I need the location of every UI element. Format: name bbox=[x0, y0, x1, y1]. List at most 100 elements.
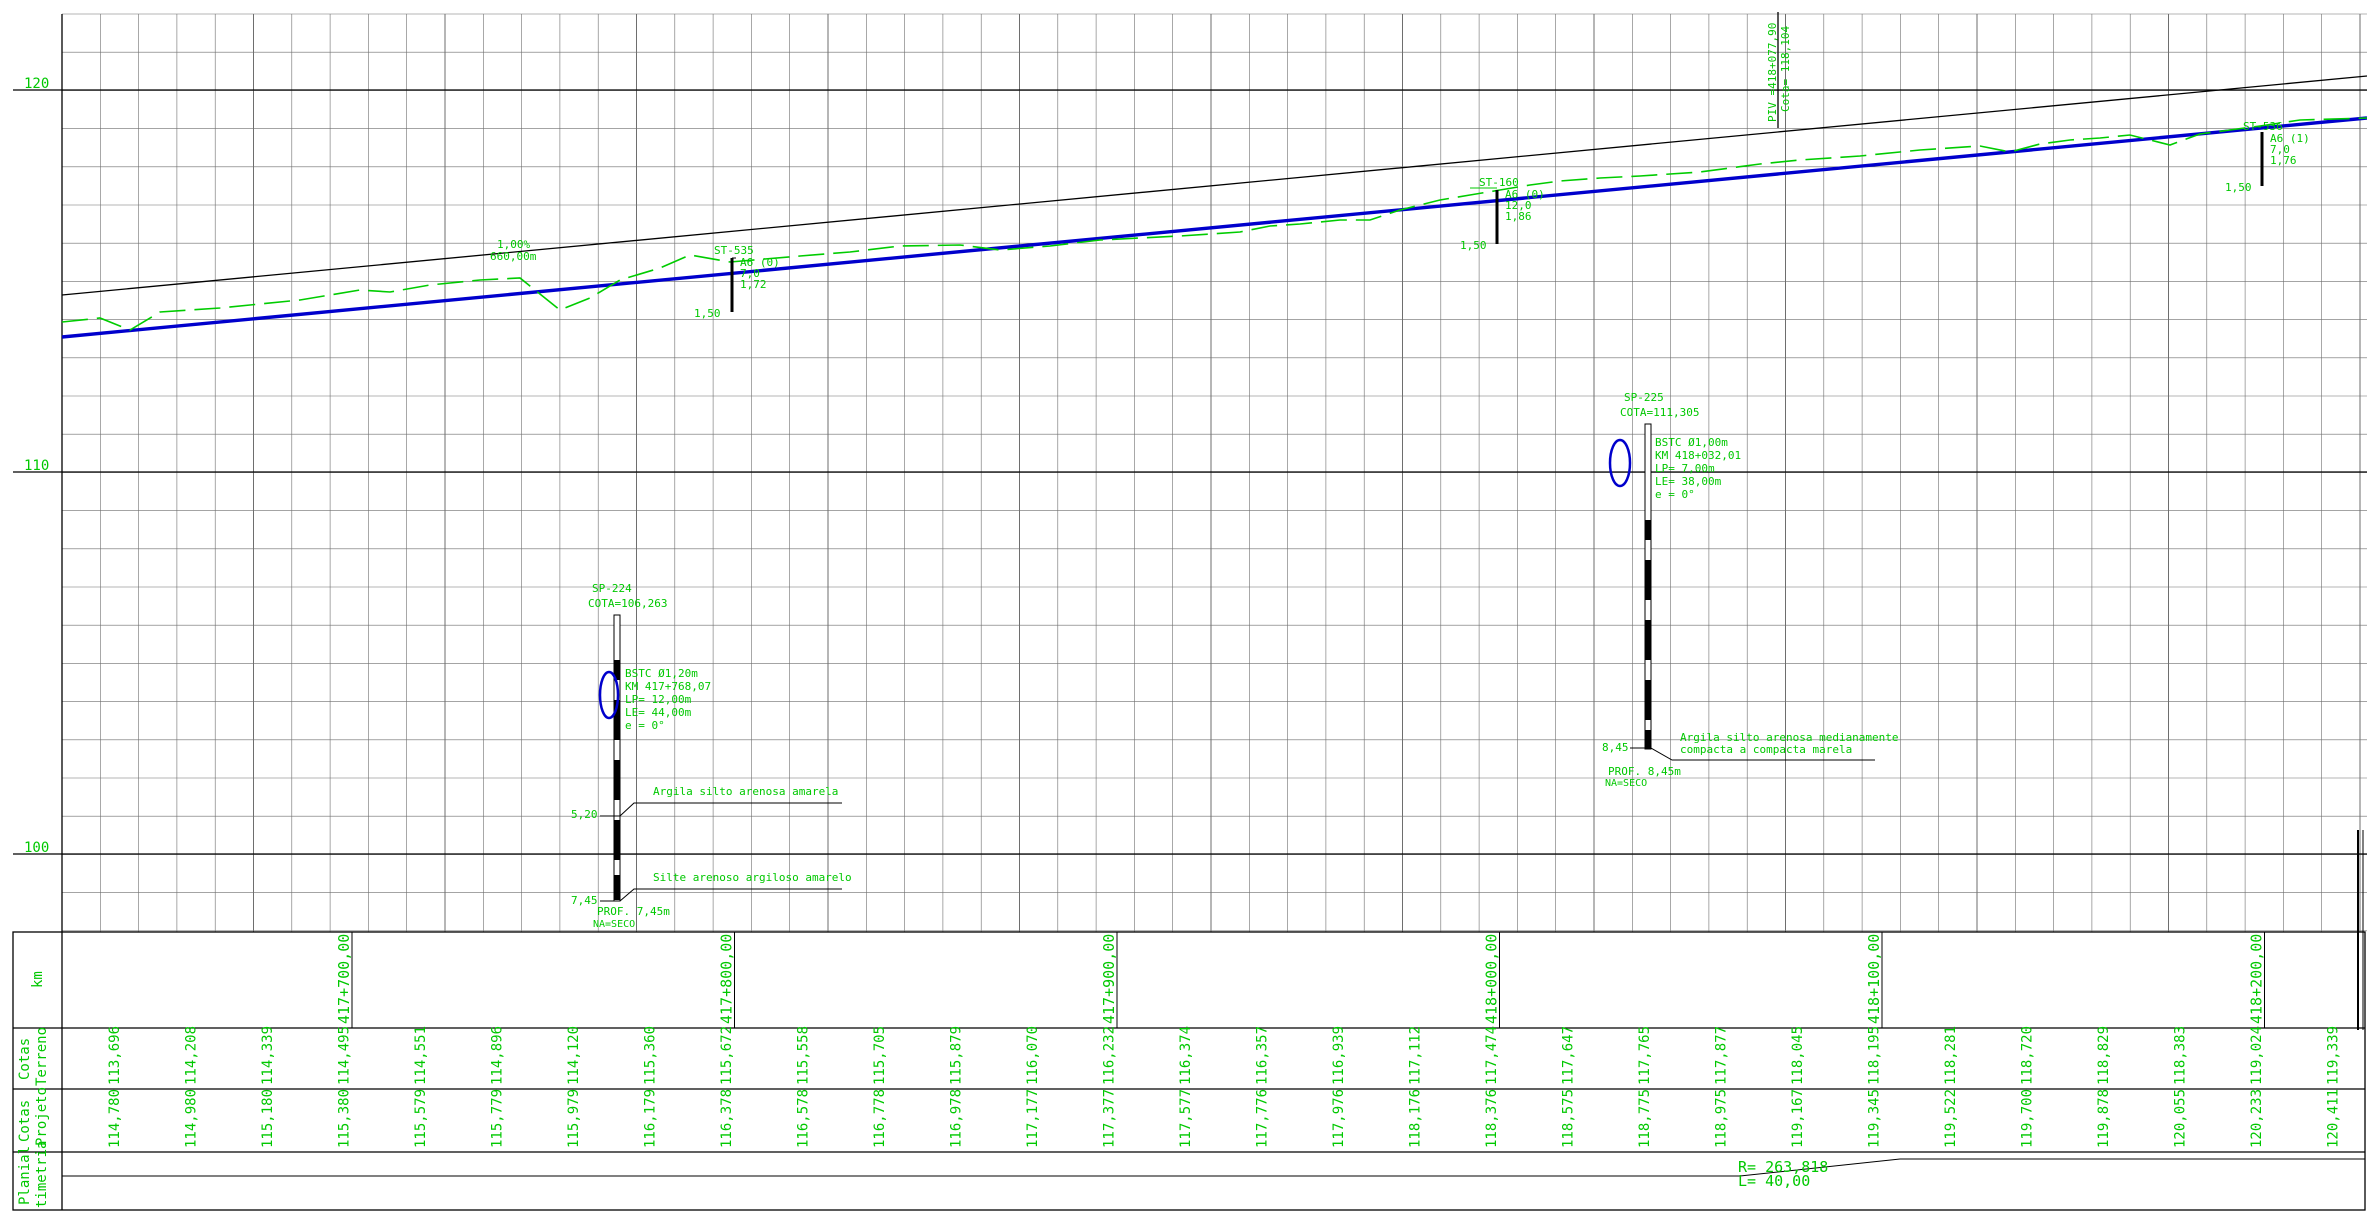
cota-terreno-value: 113,696 bbox=[107, 1026, 123, 1085]
cota-terreno-value: 114,339 bbox=[260, 1026, 276, 1085]
terrain-line bbox=[61, 117, 2367, 331]
st-probe-depth: 1,50 bbox=[1460, 239, 1487, 252]
cota-projeto-value: 118,176 bbox=[1408, 1089, 1424, 1148]
station-label: 418+200,00 bbox=[2248, 934, 2266, 1024]
cota-terreno-value: 118,720 bbox=[2020, 1026, 2036, 1085]
cota-projeto-value: 120,055 bbox=[2173, 1089, 2189, 1148]
cota-terreno-value: 116,939 bbox=[1331, 1026, 1347, 1085]
cota-terreno-value: 116,070 bbox=[1025, 1026, 1041, 1085]
cota-terreno-value: 118,383 bbox=[2173, 1026, 2189, 1085]
borehole-water-ellipse bbox=[598, 670, 620, 720]
st-probe-class: A6 (0) bbox=[1505, 188, 1545, 201]
st-probe-value: 1,86 bbox=[1505, 210, 1532, 223]
profile-grid bbox=[13, 13, 2367, 932]
cota-projeto-value: 119,878 bbox=[2096, 1089, 2112, 1148]
cota-projeto-value: 117,377 bbox=[1102, 1089, 1118, 1148]
elevation-label-110: 110 bbox=[24, 458, 49, 474]
borehole-id: SP-224 bbox=[592, 582, 632, 595]
piv-cota-label: Cota= 118,104 bbox=[1779, 26, 1792, 112]
curve-length: L= 40,00 bbox=[1738, 1172, 1810, 1190]
elevation-label-120: 120 bbox=[24, 76, 49, 92]
cota-projeto-value: 117,177 bbox=[1025, 1089, 1041, 1148]
cota-terreno-value: 114,120 bbox=[566, 1026, 582, 1085]
band-label-planial: Planial bbox=[17, 1146, 33, 1205]
cota-projeto-value: 117,976 bbox=[1331, 1089, 1347, 1148]
cota-terreno-value: 119,024 bbox=[2249, 1026, 2265, 1085]
curve-radius: R= 263,818 bbox=[1738, 1158, 1828, 1176]
borehole-prof: PROF. 8,45m bbox=[1608, 765, 1681, 778]
borehole-sp-225: SP-225 COTA=111,305 BSTC Ø1,00m KM 418+0… bbox=[1602, 391, 1899, 789]
station-label: 418+100,00 bbox=[1865, 934, 1883, 1024]
borehole-info: LE= 38,00m bbox=[1655, 475, 1722, 488]
planimetry-curve bbox=[1739, 1158, 2365, 1177]
borehole-info: e = 0° bbox=[625, 719, 665, 732]
cota-projeto-value: 115,779 bbox=[490, 1089, 506, 1148]
layer-description: Argila silto arenosa amarela bbox=[653, 785, 838, 798]
cota-terreno-value: 118,045 bbox=[1790, 1026, 1806, 1085]
cota-terreno-value: 114,896 bbox=[490, 1026, 506, 1085]
station-label: 417+700,00 bbox=[335, 934, 353, 1024]
st-probe: ST-535 A6 (0) 7,0 1,72 1,50 bbox=[694, 244, 780, 320]
borehole-info: KM 418+032,01 bbox=[1655, 449, 1741, 462]
cota-projeto-value: 120,233 bbox=[2249, 1089, 2265, 1148]
borehole-info: LE= 44,00m bbox=[625, 706, 692, 719]
borehole-cota: COTA=111,305 bbox=[1620, 406, 1699, 419]
cota-projeto-value: 116,578 bbox=[796, 1089, 812, 1148]
station-label: 418+000,00 bbox=[1483, 934, 1501, 1024]
cota-terreno-value: 116,232 bbox=[1102, 1026, 1118, 1085]
cota-projeto-value: 116,378 bbox=[719, 1089, 735, 1148]
cota-projeto-value: 114,980 bbox=[184, 1089, 200, 1148]
cota-terreno-value: 116,357 bbox=[1255, 1026, 1271, 1085]
cota-terreno-value: 115,360 bbox=[643, 1026, 659, 1085]
cota-terreno-value: 114,551 bbox=[413, 1026, 429, 1085]
borehole-water-level: NA=SECO bbox=[1605, 778, 1647, 789]
band-label-projeto: Projeto bbox=[34, 1087, 50, 1146]
borehole-sp-224: SP-224 COTA=106,263 BSTC Ø1,20m KM 417+7… bbox=[571, 582, 852, 930]
layer-description: compacta a compacta marela bbox=[1680, 743, 1852, 756]
band-label-cotas: Cotas bbox=[17, 1038, 33, 1080]
reference-grade-line bbox=[61, 75, 2367, 296]
table-frame bbox=[12, 931, 2366, 1211]
cota-projeto-value: 116,179 bbox=[643, 1089, 659, 1148]
band-label-terreno: Terreno bbox=[34, 1027, 50, 1086]
cota-projeto-value: 119,345 bbox=[1867, 1089, 1883, 1148]
st-probe-id: ST-535 bbox=[714, 244, 754, 257]
cota-projeto-value: 114,780 bbox=[107, 1089, 123, 1148]
cota-terreno-value: 115,705 bbox=[872, 1026, 888, 1085]
st-probe-depth: 1,50 bbox=[2225, 181, 2252, 194]
band-label-timetria: timetria bbox=[34, 1141, 50, 1208]
cota-projeto-value: 115,180 bbox=[260, 1089, 276, 1148]
layer-description: Argila silto arenosa medianamente bbox=[1680, 731, 1899, 744]
borehole-water-ellipse bbox=[1608, 438, 1632, 488]
borehole-prof: PROF. 7,45m bbox=[597, 905, 670, 918]
cota-projeto-value: 118,376 bbox=[1484, 1089, 1500, 1148]
cota-terreno-value: 115,672 bbox=[719, 1026, 735, 1085]
profile-data-table bbox=[12, 830, 2366, 1211]
cota-projeto-value: 115,979 bbox=[566, 1089, 582, 1148]
st-probe-value: 1,76 bbox=[2270, 154, 2297, 167]
cota-projeto-value: 119,167 bbox=[1790, 1089, 1806, 1148]
cota-projeto-value: 117,776 bbox=[1255, 1089, 1271, 1148]
st-probe-value: 7,0 bbox=[2270, 143, 2290, 156]
st-probe-id: ST-160 bbox=[1479, 176, 1519, 189]
st-probe-value: 12,0 bbox=[1505, 199, 1532, 212]
borehole-info: KM 417+768,07 bbox=[625, 680, 711, 693]
grade-length-label: 660,00m bbox=[490, 250, 537, 263]
layer-depth: 7,45 bbox=[571, 894, 598, 907]
band-label-cotas: Cotas bbox=[17, 1100, 33, 1142]
station-label: 417+900,00 bbox=[1100, 934, 1118, 1024]
borehole-info: BSTC Ø1,00m bbox=[1655, 436, 1728, 449]
cota-projeto-value: 116,778 bbox=[872, 1089, 888, 1148]
borehole-water-level: NA=SECO bbox=[593, 919, 635, 930]
st-probe-value: 7,0 bbox=[740, 267, 760, 280]
st-probe-depth: 1,50 bbox=[694, 307, 721, 320]
cota-terreno-value: 116,374 bbox=[1178, 1026, 1194, 1085]
cota-projeto-value: 119,700 bbox=[2020, 1089, 2036, 1148]
borehole-cota: COTA=106,263 bbox=[588, 597, 667, 610]
cota-terreno-value: 115,558 bbox=[796, 1026, 812, 1085]
cota-terreno-value: 114,208 bbox=[184, 1026, 200, 1085]
borehole-id: SP-225 bbox=[1624, 391, 1664, 404]
